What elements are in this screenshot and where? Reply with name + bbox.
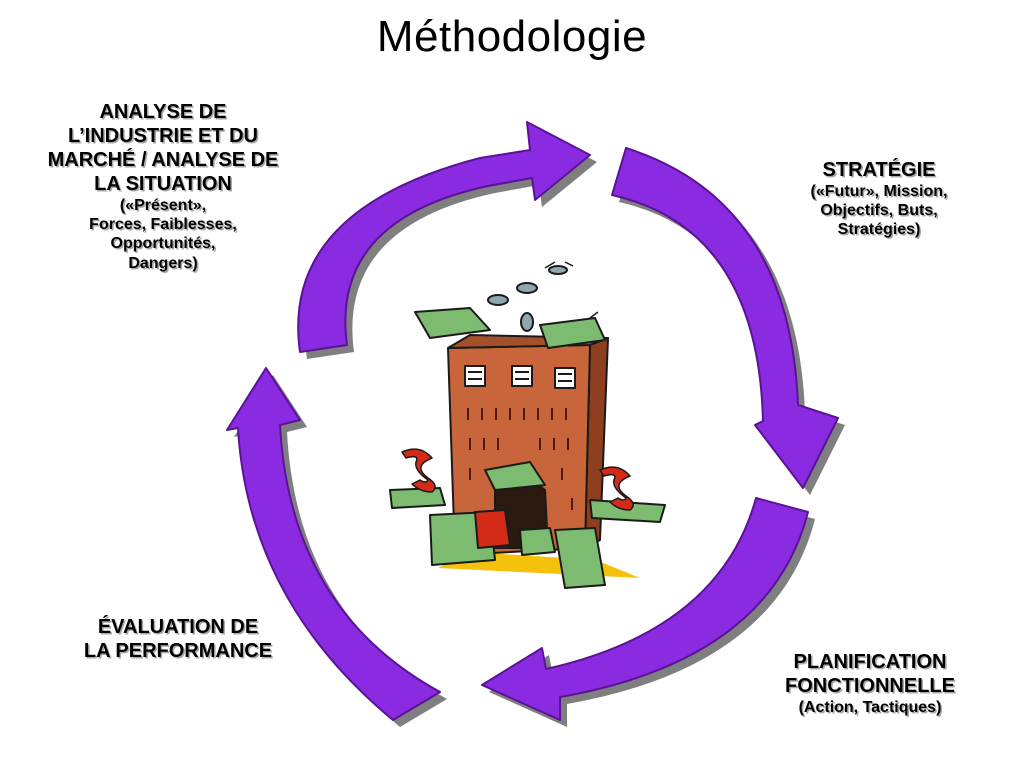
page-title: Méthodologie [376, 12, 648, 61]
stage-strategy-detail-2: Objectifs, Buts, [820, 202, 938, 220]
stage-analysis-detail-3: Opportunités, [110, 235, 216, 253]
stage-planning: PLANIFICATION FONCTIONNELLE (Action, Tac… [745, 650, 995, 717]
stage-strategy-detail-1: («Futur», Mission, [810, 183, 948, 200]
building-money-icon [389, 261, 666, 589]
stage-analysis-heading-1: ANALYSE DE [99, 101, 227, 123]
stage-analysis: ANALYSE DE L’INDUSTRIE ET DU MARCHÉ / AN… [5, 100, 321, 273]
stage-planning-heading-1: PLANIFICATION [793, 651, 947, 673]
arrow-evaluation-to-analysis [226, 367, 441, 721]
stage-strategy-heading-1: STRATÉGIE [822, 159, 936, 181]
stage-planning-heading-2: FONCTIONNELLE [785, 675, 955, 697]
stage-analysis-detail-1: («Présent», [119, 197, 207, 214]
stage-evaluation: ÉVALUATION DE LA PERFORMANCE [38, 615, 318, 663]
stage-analysis-detail-4: Dangers) [128, 254, 198, 272]
stage-analysis-heading-2: L’INDUSTRIE ET DU [67, 125, 258, 147]
stage-analysis-detail-2: Forces, Faiblesses, [89, 216, 237, 234]
stage-strategy-detail-3: Stratégies) [837, 221, 921, 239]
stage-analysis-heading-3: MARCHÉ / ANALYSE DE [47, 149, 279, 171]
stage-analysis-heading-4: LA SITUATION [94, 173, 232, 195]
stage-strategy: STRATÉGIE («Futur», Mission, Objectifs, … [770, 158, 988, 240]
stage-evaluation-heading-1: ÉVALUATION DE [97, 616, 259, 638]
stage-evaluation-heading-2: LA PERFORMANCE [83, 640, 273, 662]
stage-planning-detail-1: (Action, Tactiques) [798, 699, 942, 716]
